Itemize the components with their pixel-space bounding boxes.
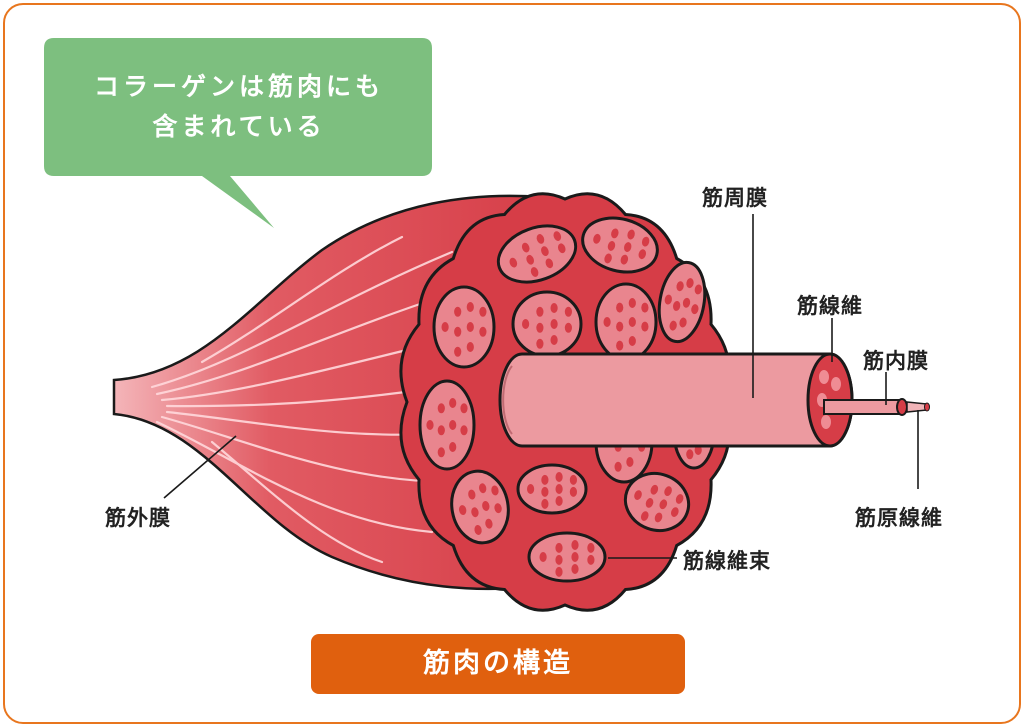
muscle-fiber-cylinder xyxy=(498,352,854,448)
fiber-striations xyxy=(150,235,484,564)
label-epimysium: 筋外膜 xyxy=(105,506,171,530)
fascicle-bundle xyxy=(450,469,510,545)
speech-bubble-line-1: コラーゲンは筋肉にも xyxy=(93,72,384,101)
fascicle-bundle xyxy=(623,472,691,532)
label-fascicle: 筋線維束 xyxy=(683,549,771,573)
figure-frame: コラーゲンは筋肉にも 含まれている 筋周膜 筋線維 筋内膜 筋原線維 筋外膜 筋… xyxy=(3,3,1021,724)
speech-bubble-line-2: 含まれている xyxy=(152,112,326,141)
leader-lines xyxy=(163,214,919,559)
label-myofibril: 筋原線維 xyxy=(855,506,943,530)
label-perimysium: 筋周膜 xyxy=(702,186,768,210)
fascicle-bundle xyxy=(511,290,583,358)
speech-bubble-text: コラーゲンは筋肉にも 含まれている xyxy=(45,67,433,147)
muscle-structure-diagram xyxy=(44,38,930,612)
fascicle-bundle xyxy=(581,216,659,274)
label-muscle-fiber: 筋線維 xyxy=(797,294,863,318)
myofibril-rod xyxy=(823,398,930,416)
caption-box: 筋肉の構造 xyxy=(311,634,685,694)
label-endomysium: 筋内膜 xyxy=(863,349,929,373)
fascicle-bundle xyxy=(594,282,658,362)
fascicle-bundle xyxy=(496,224,578,284)
fascicle-bundle xyxy=(418,379,476,471)
caption-title: 筋肉の構造 xyxy=(423,648,573,679)
fascicle-bundle xyxy=(527,531,607,583)
fascicle-bundle xyxy=(432,285,496,369)
fascicle-bundle xyxy=(657,260,707,344)
speech-bubble xyxy=(44,38,432,228)
fascicle-bundle xyxy=(516,463,588,515)
